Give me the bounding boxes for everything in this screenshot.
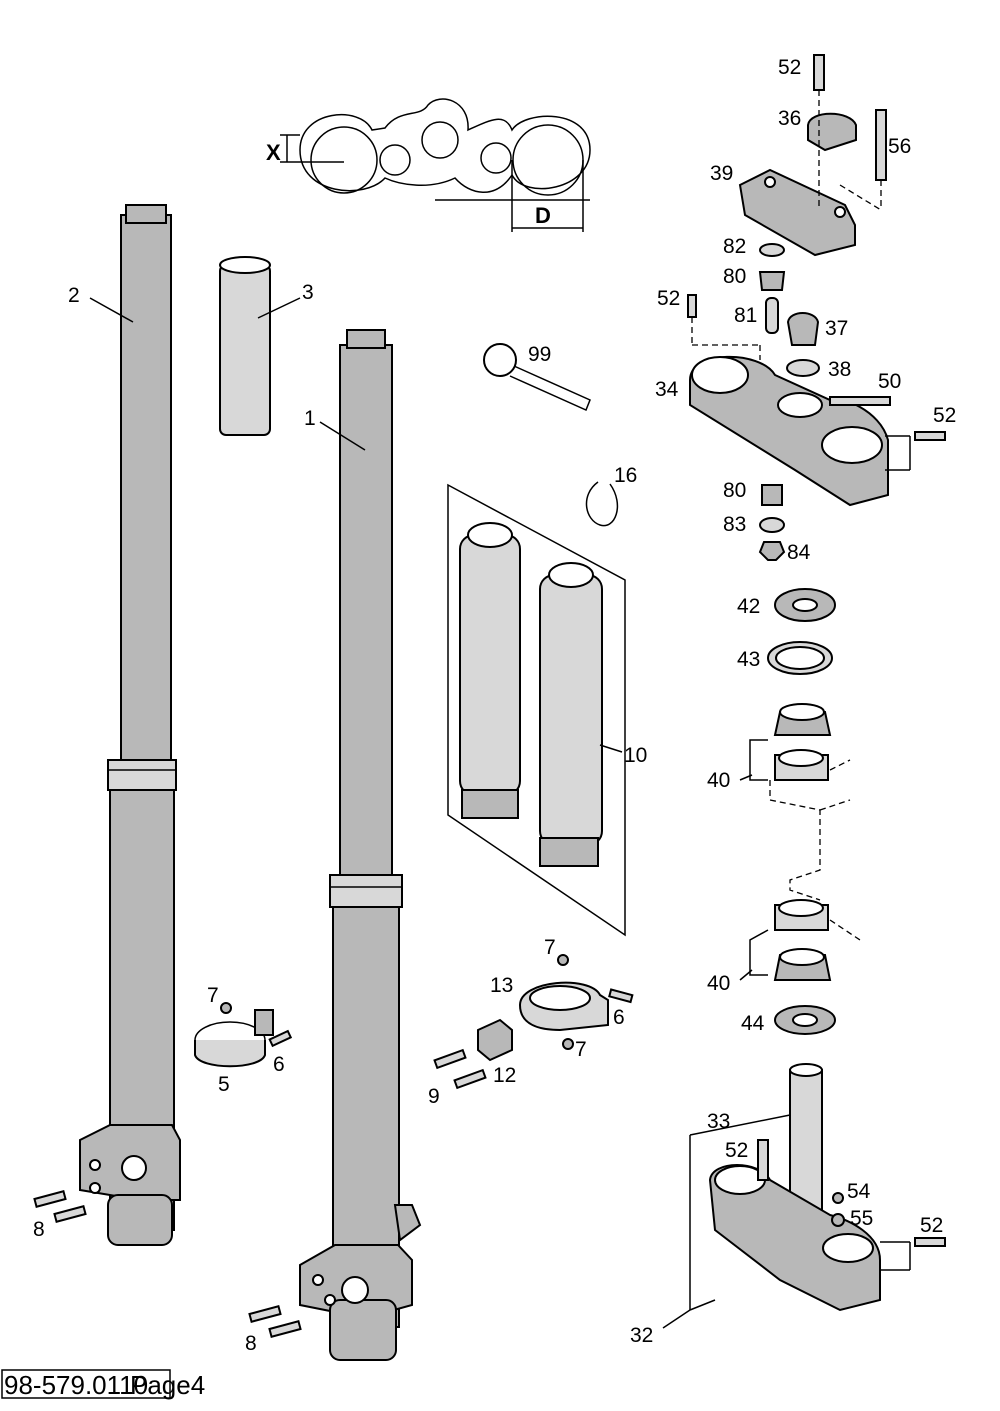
- fork-leg-1: [299, 329, 422, 1361]
- bolt-52-lower: [757, 1139, 769, 1181]
- block-12: [477, 1018, 513, 1062]
- bolt-9: [433, 1048, 467, 1070]
- fork-leg-2: [79, 204, 181, 1246]
- callout-2: 2: [68, 284, 80, 307]
- callout-33: 33: [707, 1110, 730, 1133]
- callout-52: 52: [933, 404, 956, 427]
- callout-16: 16: [614, 464, 637, 487]
- callout-83: 83: [723, 513, 746, 536]
- callout-42: 42: [737, 595, 760, 618]
- upper-triple-clamp-34: [689, 355, 889, 507]
- footer-page-label: Page4: [130, 1370, 205, 1400]
- bolt-6-right: [608, 988, 634, 1004]
- leader-lines: [89, 297, 753, 1329]
- bolt-50: [829, 396, 891, 406]
- callout-8: 8: [245, 1332, 257, 1355]
- tube-3: [219, 256, 271, 436]
- bolt-12: [453, 1068, 487, 1090]
- bolt-8-left-b: [53, 1205, 87, 1223]
- tool-99: [483, 343, 591, 412]
- clamp-5: [194, 1009, 274, 1068]
- callout-10: 10: [624, 744, 647, 767]
- bolt-52-lower-right: [914, 1237, 946, 1247]
- callout-40: 40: [707, 972, 730, 995]
- bolt-8-left-a: [33, 1190, 67, 1208]
- callout-39: 39: [710, 162, 733, 185]
- plug-37: [786, 312, 820, 346]
- callout-7: 7: [575, 1038, 587, 1061]
- callout-3: 3: [302, 281, 314, 304]
- handlebar-clamp-39: [738, 168, 856, 257]
- bolt-56: [875, 109, 887, 181]
- clamp-outline-dimension-view: [280, 98, 591, 232]
- nut-7-lower: [562, 1038, 574, 1050]
- fork-boots-10: [447, 483, 626, 937]
- bolt-52-upper-right: [914, 431, 946, 441]
- callout-44: 44: [741, 1012, 765, 1035]
- callout-37: 37: [825, 317, 848, 340]
- clamp-cap-36: [807, 112, 857, 152]
- bolt-6-left: [268, 1029, 293, 1048]
- callout-7: 7: [544, 936, 556, 959]
- callout-8: 8: [33, 1218, 45, 1241]
- callout-7: 7: [207, 984, 219, 1007]
- nut-7-upper: [557, 954, 569, 966]
- callout-52: 52: [778, 56, 801, 79]
- callout-43: 43: [737, 648, 760, 671]
- callout-38: 38: [828, 358, 851, 381]
- callout-84: 84: [787, 541, 811, 564]
- nut-84: [758, 541, 786, 561]
- bolt-8-right-b: [268, 1320, 302, 1338]
- bolt-8-right-a: [248, 1305, 282, 1323]
- washer-82: [759, 243, 785, 257]
- clamp-13: [518, 981, 609, 1032]
- callout-82: 82: [723, 235, 746, 258]
- callout-1: 1: [304, 407, 316, 430]
- screw-54: [832, 1192, 844, 1204]
- callout-labels: 52 36 56 39 82 80 52 81 37 38 34 50 52 8…: [33, 56, 956, 1355]
- callout-34: 34: [655, 378, 679, 401]
- pin-81: [765, 297, 779, 334]
- callout-40: 40: [707, 769, 730, 792]
- callout-13: 13: [490, 974, 513, 997]
- callout-32: 32: [630, 1324, 653, 1347]
- callout-56: 56: [888, 135, 911, 158]
- callout-52: 52: [725, 1139, 748, 1162]
- footer-code-box: [1, 1369, 171, 1399]
- callout-52: 52: [920, 1214, 943, 1237]
- callout-52: 52: [657, 287, 680, 310]
- callout-6: 6: [613, 1006, 625, 1029]
- bolt-52-top: [813, 54, 825, 91]
- washer-38: [786, 359, 820, 377]
- nut-80-bottom: [761, 484, 783, 506]
- lower-triple-clamp-32: [708, 1063, 881, 1312]
- callout-80: 80: [723, 265, 746, 288]
- callout-54: 54: [847, 1180, 871, 1203]
- callout-6: 6: [273, 1053, 285, 1076]
- dimension-x-label: X: [266, 140, 281, 165]
- callout-99: 99: [528, 343, 551, 366]
- clip-16: [585, 481, 619, 527]
- dimension-d-label: D: [535, 203, 551, 228]
- nut-80-top: [758, 271, 786, 291]
- nut-7-left: [220, 1002, 232, 1014]
- callout-50: 50: [878, 370, 901, 393]
- callout-9: 9: [428, 1085, 440, 1108]
- callout-12: 12: [493, 1064, 516, 1087]
- callout-55: 55: [850, 1207, 873, 1230]
- bolt-52-left: [687, 294, 697, 318]
- callout-81: 81: [734, 304, 757, 327]
- washer-83: [759, 517, 785, 533]
- callout-5: 5: [218, 1073, 230, 1096]
- nut-55: [831, 1213, 845, 1227]
- callout-36: 36: [778, 107, 801, 130]
- callout-80: 80: [723, 479, 746, 502]
- footer-drawing-code: 98-579.0110: [4, 1370, 148, 1400]
